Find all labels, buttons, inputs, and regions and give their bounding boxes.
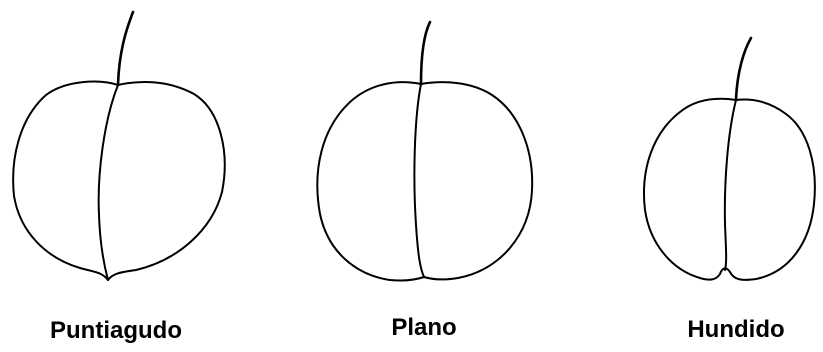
label-sunken: Hundido <box>687 316 784 344</box>
fruit-flat-apex <box>317 22 532 281</box>
outline-pointed <box>13 82 225 280</box>
label-pointed: Puntiagudo <box>50 317 182 345</box>
label-flat: Plano <box>391 314 456 342</box>
stem-sunken <box>736 38 751 100</box>
outline-sunken <box>644 99 815 280</box>
suture-sunken <box>725 100 736 270</box>
fruit-sunken-apex <box>644 38 815 280</box>
stem-pointed <box>118 12 133 85</box>
suture-pointed <box>99 85 118 280</box>
outline-flat <box>317 82 532 280</box>
fruit-pointed-apex <box>13 12 225 280</box>
suture-flat <box>414 84 424 277</box>
stem-flat <box>421 22 430 84</box>
